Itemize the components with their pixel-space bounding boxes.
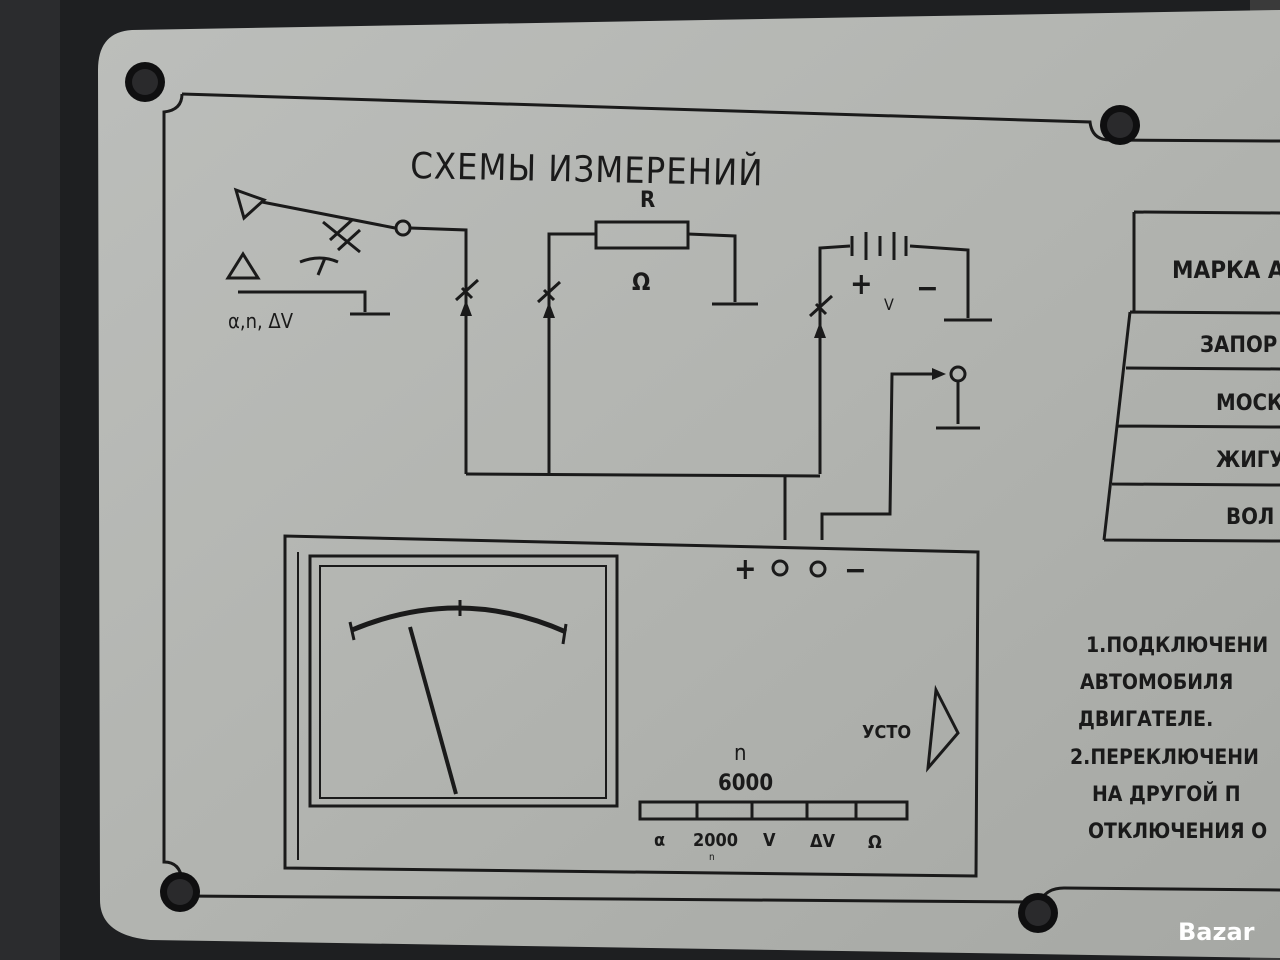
meter-window [308,554,619,808]
instruction-line: АВТОМОБИЛЯ [1080,670,1233,694]
meter-needle [408,626,458,795]
resistor-label: R [640,188,655,213]
terminal-icon [771,559,789,577]
device-outline [283,534,980,878]
battery-v-label: V [884,295,894,314]
instruction-line: НА ДРУГОЙ П [1092,781,1241,806]
car-brand-table [1102,210,1280,543]
schematic-wiring [225,187,992,540]
screw-icon [125,62,165,102]
watermark-text: Bazar [1178,918,1255,946]
battery-minus-label: − [916,271,939,306]
switch-label-2000-sub: n [709,852,715,863]
terminal-minus-label: − [844,553,867,588]
instruction-line: ДВИГАТЕЛЕ. [1078,707,1213,731]
watermark-logo: Bazar [1178,918,1255,946]
zero-adjust-label: УСТО [862,722,911,743]
screw-icon [1018,893,1058,933]
housing-left-edge [0,0,60,960]
table-row: ЗАПОР [1200,333,1277,358]
switch-arrows [460,300,946,380]
table-row: ЖИГУ [1216,448,1280,473]
scale-6000-label: 6000 [718,771,773,796]
switch-label-ohm: Ω [868,832,882,853]
instruction-line: ОТКЛЮЧЕНИЯ О [1088,819,1267,843]
instruction-line: 1.ПОДКЛЮЧЕНИ [1086,633,1268,657]
scale-n-label: n [734,741,747,766]
screw-icon [1100,105,1140,145]
table-row: МОСК [1216,391,1280,416]
zero-adjust-icon [926,684,960,773]
instruction-line: 2.ПЕРЕКЛЮЧЕНИ [1070,745,1259,769]
sensor-label: α,n, ΔV [228,309,294,333]
ohm-label: Ω [632,268,650,296]
instructions-text: 1.ПОДКЛЮЧЕНИ АВТОМОБИЛЯ ДВИГАТЕЛЕ. 2.ПЕР… [1070,633,1268,843]
plate-border-bottom-left [162,93,1280,904]
range-switch-bar [638,800,909,821]
switch-labels: α 2000 n V ΔV Ω [654,830,882,863]
switch-label-alpha: α [654,830,665,851]
switch-label-dv: ΔV [810,831,836,852]
screw-icon [160,872,200,912]
terminal-plus-label: + [734,552,757,587]
terminal-icon [809,560,827,578]
switch-label-2000: 2000 [693,830,738,851]
metal-plate [98,10,1280,958]
table-header: МАРКА А [1172,256,1280,284]
panel-title: СХЕМЫ ИЗМЕРЕНИЙ [410,145,764,194]
switch-label-v: V [763,830,776,851]
battery-plus-label: + [850,267,873,302]
table-row: ВОЛ [1226,505,1274,530]
